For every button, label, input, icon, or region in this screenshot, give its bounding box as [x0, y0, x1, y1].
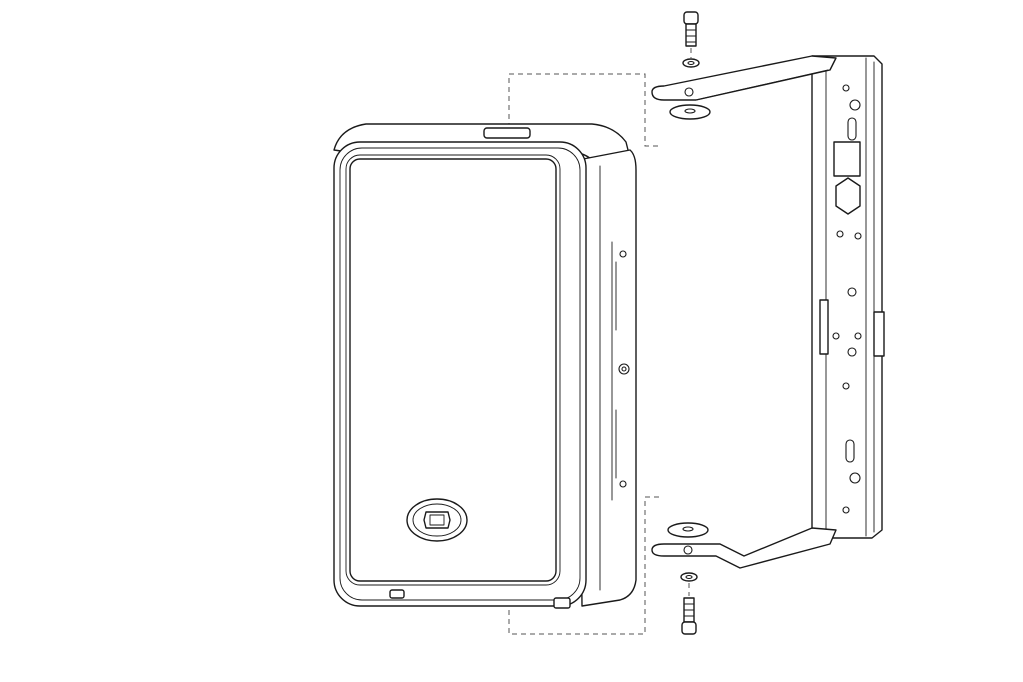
u-mounting-bracket [651, 55, 885, 569]
speaker-cabinet [333, 123, 637, 609]
bottom-spacer-washer [667, 522, 709, 538]
bottom-bolt [681, 597, 697, 635]
top-bolt [683, 11, 699, 47]
assembly-guide-bottom [508, 496, 662, 635]
top-spacer-washer [669, 104, 711, 120]
top-lock-washer [682, 58, 700, 68]
assembly-guide-top [508, 73, 662, 147]
bottom-lock-washer [680, 572, 698, 582]
logo-badge [406, 498, 468, 542]
